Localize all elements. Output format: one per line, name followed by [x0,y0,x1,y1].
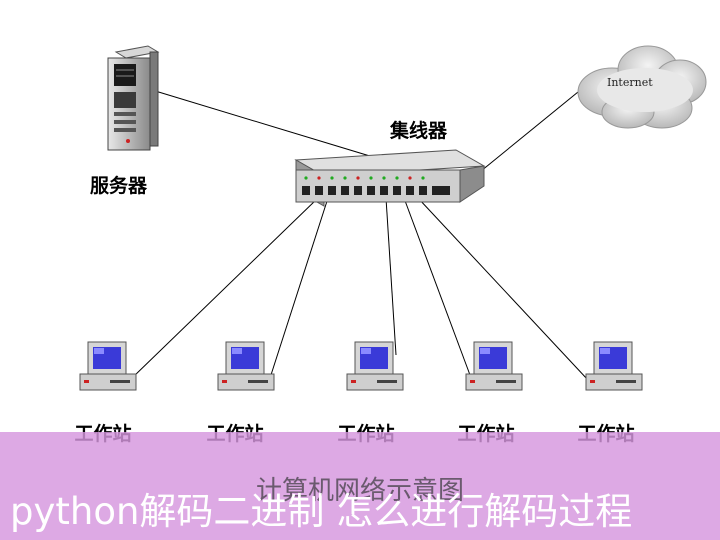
link-hub-ws1 [131,197,319,379]
hub-icon [294,149,486,207]
workstation-icon [79,341,137,391]
workstation-icon [217,341,275,391]
hub-label: 集线器 [390,120,448,142]
link-hub-ws5 [417,197,589,381]
link-hub-ws4 [403,197,471,376]
workstation-icon [465,341,523,391]
internet-cloud-icon: Internet [577,45,707,129]
link-hub-internet [469,91,579,181]
server-icon [107,45,160,151]
link-server-hub [151,89,384,161]
connection-lines [131,89,589,381]
diagram-caption: 计算机网络示意图 [255,476,464,506]
link-hub-ws3 [385,197,397,356]
banner-overlay [0,432,720,540]
internet-label: Internet [607,76,653,89]
article-title-banner: python解码二进制 怎么进行解码过程 [10,490,633,533]
workstation-icon [585,341,643,391]
link-hub-ws2 [269,197,329,379]
server-label: 服务器 [90,175,148,197]
workstation-icon [346,341,404,391]
